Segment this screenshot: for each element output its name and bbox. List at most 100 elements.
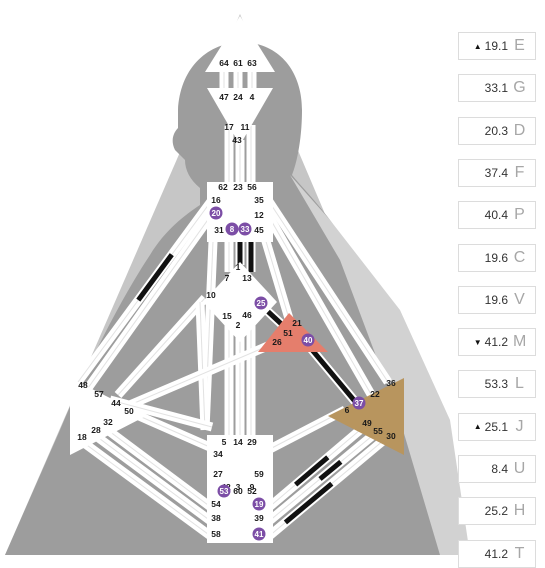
gate-60[interactable]: 60 <box>233 486 243 496</box>
planet-letter: M <box>513 333 527 351</box>
gate-23[interactable]: 23 <box>233 182 243 192</box>
gate-44[interactable]: 44 <box>111 398 121 408</box>
center-spleen <box>70 378 146 455</box>
gate-35[interactable]: 35 <box>254 195 264 205</box>
gate-37[interactable]: 37 <box>352 396 366 410</box>
gate-19[interactable]: 19 <box>252 497 266 511</box>
channel-35-36 <box>264 197 392 385</box>
channel-45-21 <box>257 226 295 324</box>
gate-13[interactable]: 13 <box>242 273 252 283</box>
center-g <box>203 262 277 342</box>
gate-16[interactable]: 16 <box>211 195 221 205</box>
gate-number: 27 <box>213 469 223 479</box>
gate-58[interactable]: 58 <box>211 529 221 539</box>
gate-30[interactable]: 30 <box>386 431 396 441</box>
gate-4[interactable]: 4 <box>250 92 255 102</box>
gate-8[interactable]: 8 <box>225 222 239 236</box>
gate-43[interactable]: 43 <box>232 135 242 145</box>
gate-28[interactable]: 28 <box>91 425 101 435</box>
gate-52[interactable]: 52 <box>247 486 257 496</box>
gate-32[interactable]: 32 <box>103 417 113 427</box>
gate-17[interactable]: 17 <box>224 122 234 132</box>
gate-57[interactable]: 57 <box>94 389 104 399</box>
gate-activation-dot <box>254 296 268 310</box>
gate-36[interactable]: 36 <box>386 378 396 388</box>
gate-26[interactable]: 26 <box>272 337 282 347</box>
gate-number: 64 <box>219 58 229 68</box>
gate-51[interactable]: 51 <box>283 328 293 338</box>
gate-41[interactable]: 41 <box>252 527 266 541</box>
gate-activation-dot <box>252 497 266 511</box>
gate-22[interactable]: 22 <box>370 389 380 399</box>
gate-45[interactable]: 45 <box>254 225 264 235</box>
gate-2[interactable]: 2 <box>236 320 241 330</box>
gate-40[interactable]: 40 <box>301 333 315 347</box>
gate-24[interactable]: 24 <box>233 92 243 102</box>
gate-27[interactable]: 27 <box>213 469 223 479</box>
gate-7[interactable]: 7 <box>225 273 230 283</box>
planet-letter: T <box>514 544 525 562</box>
gate-53[interactable]: 53 <box>217 484 231 498</box>
gate-55[interactable]: 55 <box>373 426 383 436</box>
channel-10-57 <box>114 294 209 399</box>
gate-39[interactable]: 39 <box>254 513 264 523</box>
gate-14[interactable]: 14 <box>233 437 243 447</box>
gate-38[interactable]: 38 <box>211 513 221 523</box>
gate-21[interactable]: 21 <box>292 318 302 328</box>
gate-number: 49 <box>362 418 372 428</box>
gate-9[interactable]: 9 <box>250 482 255 492</box>
gate-34[interactable]: 34 <box>213 449 223 459</box>
gate-number: 9 <box>250 482 255 492</box>
planet-letter: G <box>513 79 526 97</box>
gate-59[interactable]: 59 <box>254 469 264 479</box>
gate-50[interactable]: 50 <box>124 406 134 416</box>
channel-10-34 <box>195 301 210 431</box>
gate-3[interactable]: 3 <box>236 482 241 492</box>
gate-25[interactable]: 25 <box>254 296 268 310</box>
gate-line-value: 25.1 <box>484 419 508 434</box>
gate-62[interactable]: 62 <box>218 182 228 192</box>
gate-33[interactable]: 33 <box>238 222 252 236</box>
gate-number: 37 <box>355 399 364 408</box>
gate-64[interactable]: 64 <box>219 58 229 68</box>
gate-54[interactable]: 54 <box>211 499 221 509</box>
channels <box>74 72 392 541</box>
gate-12[interactable]: 12 <box>254 210 264 220</box>
gate-11[interactable]: 11 <box>241 122 250 132</box>
gate-15[interactable]: 15 <box>222 311 232 321</box>
gate-56[interactable]: 56 <box>247 182 257 192</box>
gate-48[interactable]: 48 <box>78 380 88 390</box>
planet-letter: P <box>514 206 525 224</box>
gate-47[interactable]: 47 <box>219 92 229 102</box>
gate-line-value: 53.3 <box>484 377 508 392</box>
gate-18[interactable]: 18 <box>77 432 87 442</box>
gate-20[interactable]: 20 <box>209 206 223 220</box>
gate-10[interactable]: 10 <box>206 290 216 300</box>
gate-31[interactable]: 31 <box>214 225 224 235</box>
gate-61[interactable]: 61 <box>233 58 243 68</box>
gate-49[interactable]: 49 <box>362 418 372 428</box>
gate-number: 43 <box>232 135 242 145</box>
gate-5[interactable]: 5 <box>222 437 227 447</box>
gate-number: 21 <box>292 318 302 328</box>
gate-number: 29 <box>247 437 257 447</box>
gate-29[interactable]: 29 <box>247 437 257 447</box>
gate-63[interactable]: 63 <box>247 58 257 68</box>
gate-1[interactable]: 1 <box>236 262 241 272</box>
gate-6[interactable]: 6 <box>345 405 350 415</box>
channel-40-37 <box>304 342 362 408</box>
gate-46[interactable]: 46 <box>242 310 252 320</box>
